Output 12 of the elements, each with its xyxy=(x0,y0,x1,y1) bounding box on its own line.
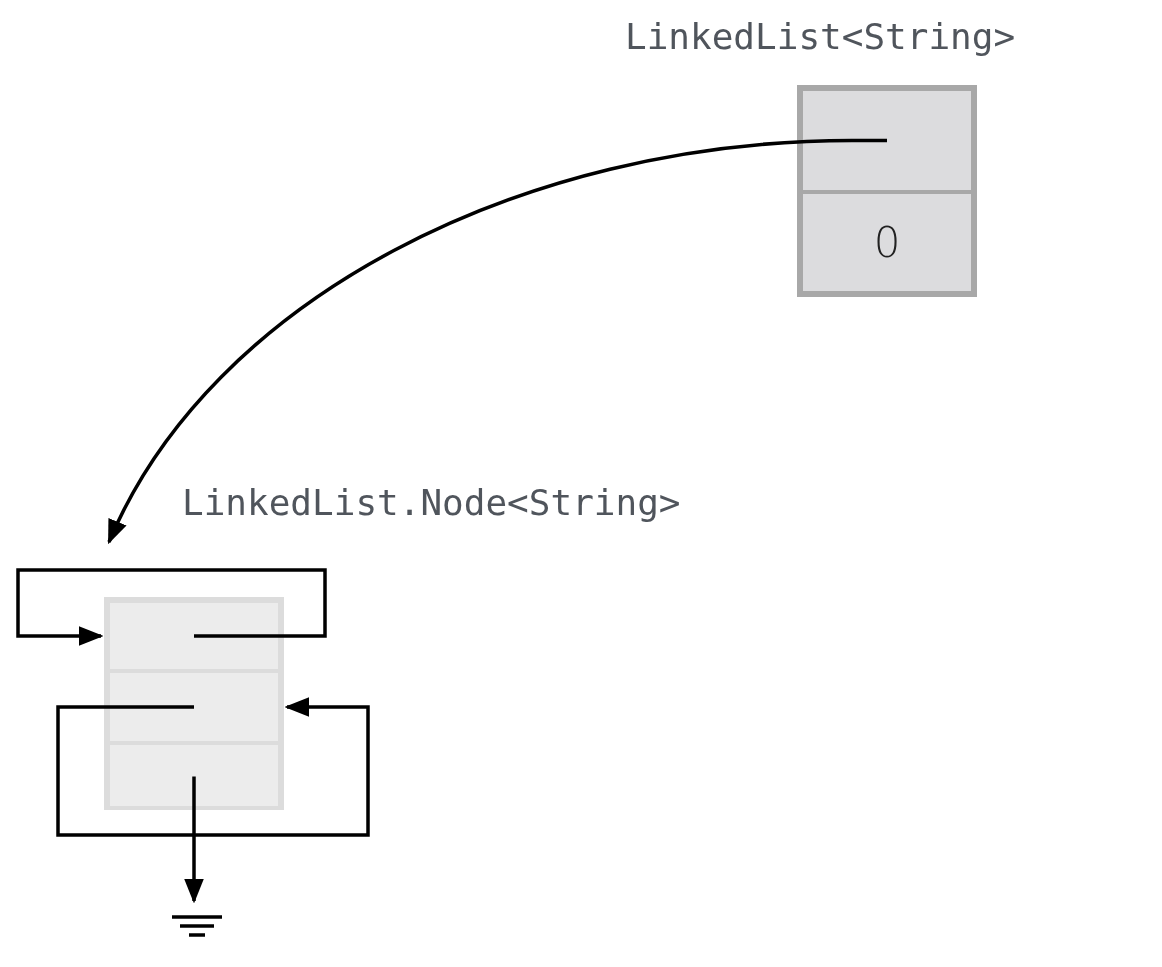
null-ground-symbol xyxy=(171,915,223,937)
field-cell xyxy=(801,89,973,192)
type-label: LinkedList.Node<String> xyxy=(182,481,681,525)
field-cell xyxy=(108,671,280,743)
type-label: LinkedList<String> xyxy=(625,15,1016,59)
curved-arrow xyxy=(107,138,887,545)
field-value: 0 xyxy=(873,218,901,267)
field-cell xyxy=(108,601,280,671)
arrow xyxy=(184,776,204,904)
arrow xyxy=(16,568,327,646)
field-cell xyxy=(801,192,973,293)
arrow xyxy=(56,697,370,837)
